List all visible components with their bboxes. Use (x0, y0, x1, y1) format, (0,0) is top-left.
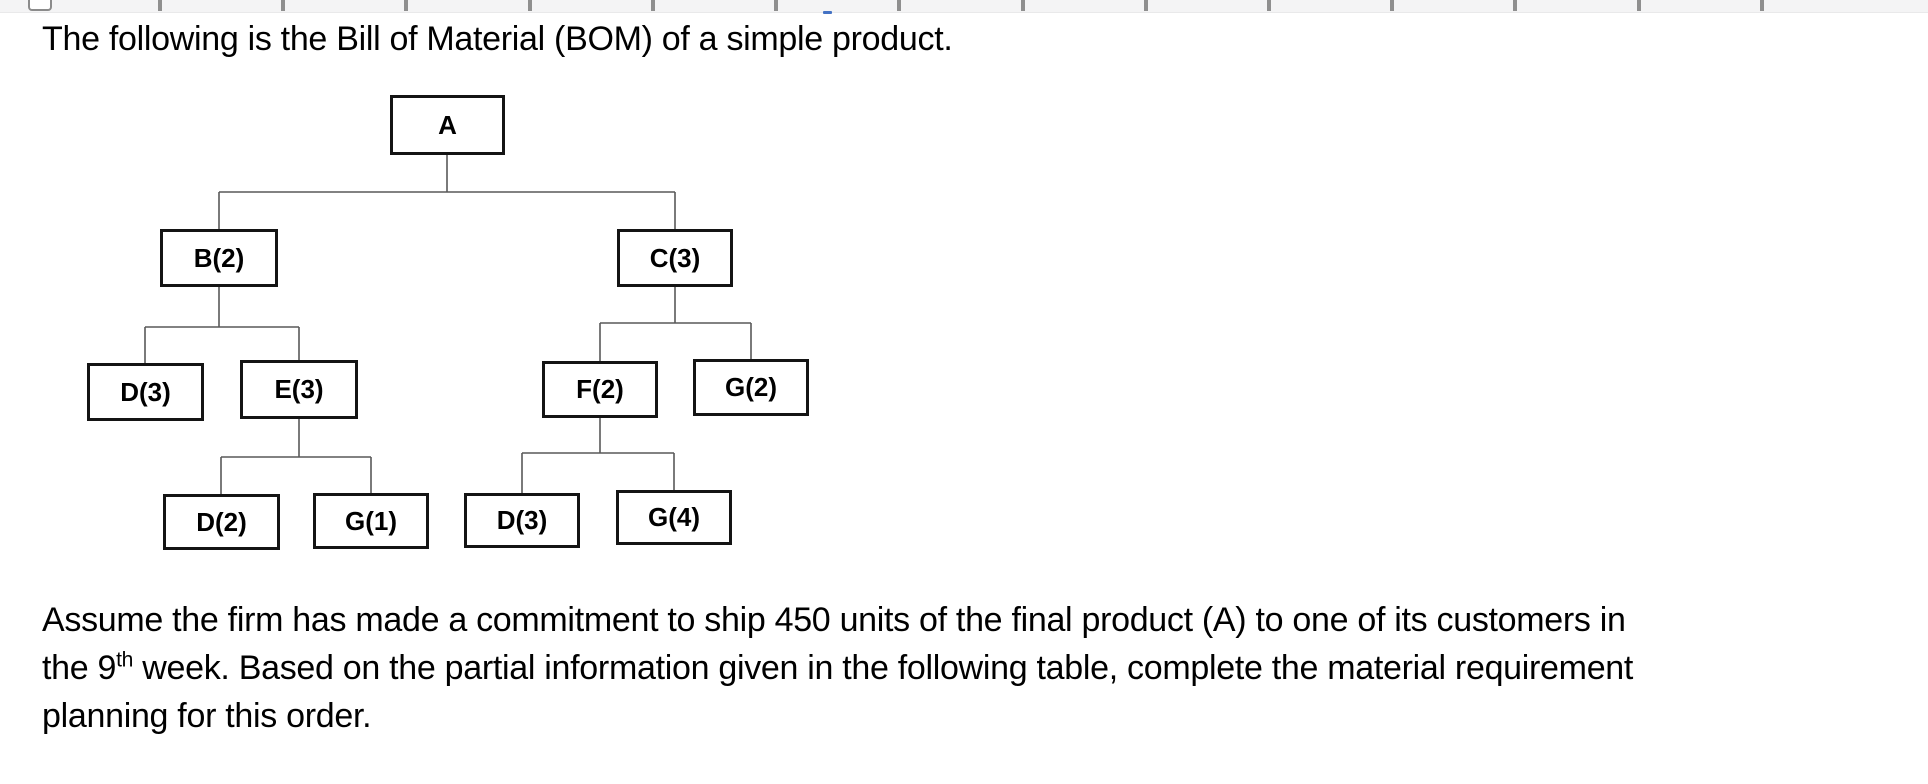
question-line-3: planning for this order. (42, 697, 372, 735)
bom-node-d-under-e: D(2) (163, 494, 280, 550)
column-tick (528, 0, 532, 11)
column-tick (1267, 0, 1271, 11)
question-line-2: the 9th week. Based on the partial infor… (42, 644, 1922, 692)
bom-node-g-under-f: G(4) (616, 490, 732, 545)
question-paragraph: Assume the firm has made a commitment to… (42, 596, 1922, 740)
intro-text: The following is the Bill of Material (B… (42, 20, 953, 58)
column-tick (158, 0, 162, 11)
bom-node-g-under-e: G(1) (313, 493, 429, 549)
question-line-1: Assume the firm has made a commitment to… (42, 601, 1626, 639)
checkbox-partial[interactable] (28, 0, 52, 11)
column-tick (281, 0, 285, 11)
bom-node-c: C(3) (617, 229, 733, 287)
column-tick (1390, 0, 1394, 11)
column-tick (774, 0, 778, 11)
tree-connector-lines (144, 155, 752, 494)
bom-node-d-under-f: D(3) (464, 493, 580, 548)
column-tick (1637, 0, 1641, 11)
column-tick (1760, 0, 1764, 11)
bom-node-d-under-b: D(3) (87, 363, 204, 421)
column-tick (897, 0, 901, 11)
bom-node-e: E(3) (240, 360, 358, 419)
bom-node-b: B(2) (160, 229, 278, 287)
column-tick (1144, 0, 1148, 11)
bom-node-a: A (390, 95, 505, 155)
bom-node-f: F(2) (542, 361, 658, 418)
column-tick (651, 0, 655, 11)
bom-diagram: A B(2) C(3) D(3) E(3) F(2) G(2) D(2) G(1… (0, 0, 900, 580)
question-line-2-start: the 9 (42, 649, 117, 687)
proofing-marker (823, 11, 832, 14)
column-tick (1513, 0, 1517, 11)
column-tick (404, 0, 408, 11)
cropped-top-strip (0, 0, 1928, 14)
column-tick (1021, 0, 1025, 11)
ordinal-superscript: th (116, 648, 134, 672)
bom-node-g-under-c: G(2) (693, 359, 809, 416)
question-line-2-rest: week. Based on the partial information g… (133, 649, 1634, 687)
